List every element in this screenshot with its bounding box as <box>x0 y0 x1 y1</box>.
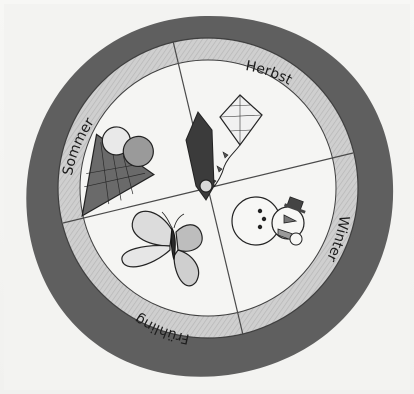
snowman-icon <box>232 197 306 245</box>
pointer-pivot[interactable] <box>200 180 212 192</box>
